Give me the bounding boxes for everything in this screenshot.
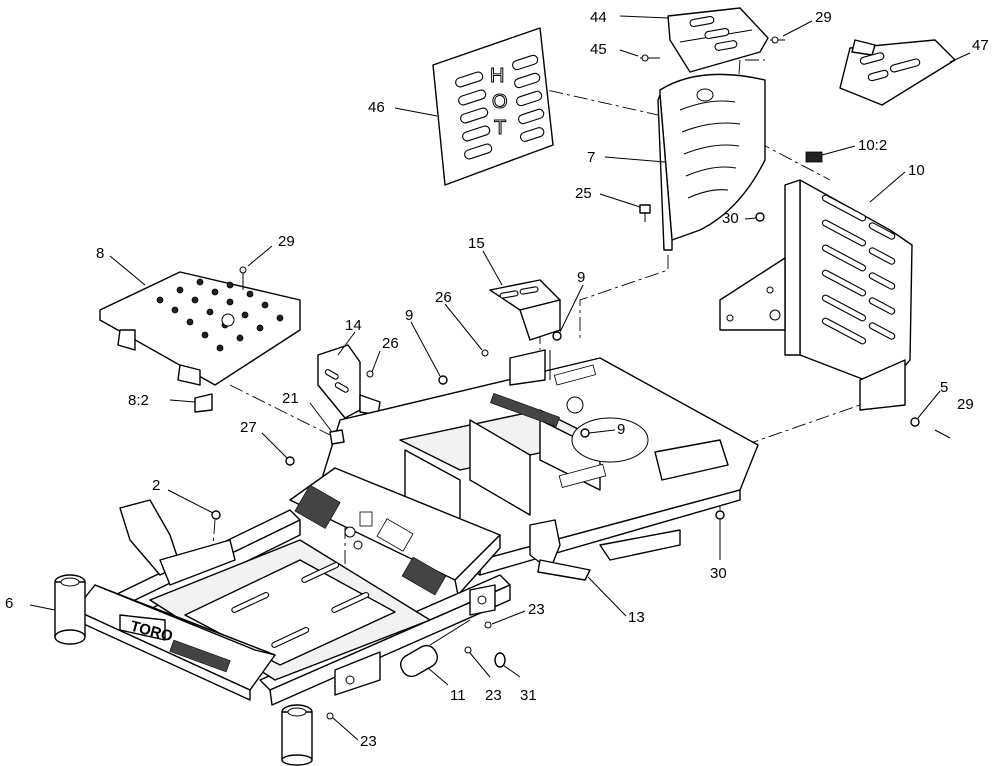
bracket-14 <box>317 344 381 419</box>
callout-8-2: 8:2 <box>128 392 149 409</box>
callout-10: 10 <box>908 162 925 179</box>
callout-leaders <box>29 15 971 741</box>
floor-plate-8 <box>99 271 301 386</box>
callout-23: 23 <box>528 601 545 618</box>
callout-15: 15 <box>468 235 485 252</box>
callout-7: 7 <box>587 149 595 166</box>
heat-shield-plate-46: H O T <box>432 27 554 186</box>
side-shield-47 <box>839 39 956 106</box>
callout-30: 30 <box>710 565 727 582</box>
callout-47: 47 <box>972 37 989 54</box>
callout-44: 44 <box>590 9 607 26</box>
callout-labels: 44 29 45 47 46 7 10:2 10 25 30 29 8 15 9… <box>5 9 989 750</box>
decal-10-2 <box>805 151 823 163</box>
callout-25: 25 <box>575 185 592 202</box>
decal-8-2 <box>194 393 213 413</box>
callout-29: 29 <box>957 396 974 413</box>
handle-11 <box>400 619 471 678</box>
callout-26: 26 <box>435 289 452 306</box>
callout-29: 29 <box>278 233 295 250</box>
hardware <box>211 36 951 720</box>
bracket-15 <box>489 279 561 341</box>
rear-panel-10 <box>719 179 913 411</box>
callout-11: 11 <box>450 687 466 704</box>
callout-21: 21 <box>282 390 299 407</box>
callout-27: 27 <box>240 419 257 436</box>
bracket-13 <box>529 519 591 581</box>
callout-23: 23 <box>360 733 377 750</box>
top-shield-44 <box>667 7 769 73</box>
callout-14: 14 <box>345 317 362 334</box>
hot-letter-t: T <box>494 117 506 139</box>
callout-23: 23 <box>485 687 502 704</box>
callout-9: 9 <box>617 421 625 438</box>
exhaust-shield-7 <box>657 73 766 251</box>
callout-29: 29 <box>815 9 832 26</box>
callout-30: 30 <box>722 210 739 227</box>
callout-26: 26 <box>382 335 399 352</box>
hot-letter-h: H <box>490 65 504 87</box>
callout-31: 31 <box>520 687 537 704</box>
callout-9: 9 <box>577 269 585 286</box>
callout-9: 9 <box>405 307 413 324</box>
callout-8: 8 <box>96 245 104 262</box>
front-frame: TORO <box>54 467 511 766</box>
callout-2: 2 <box>152 477 160 494</box>
callout-46: 46 <box>368 99 385 116</box>
callout-6: 6 <box>5 595 13 612</box>
callout-13: 13 <box>628 609 645 626</box>
callout-10-2: 10:2 <box>858 137 887 154</box>
callout-5: 5 <box>940 379 948 396</box>
callout-45: 45 <box>590 41 607 58</box>
hot-letter-o: O <box>492 91 508 113</box>
